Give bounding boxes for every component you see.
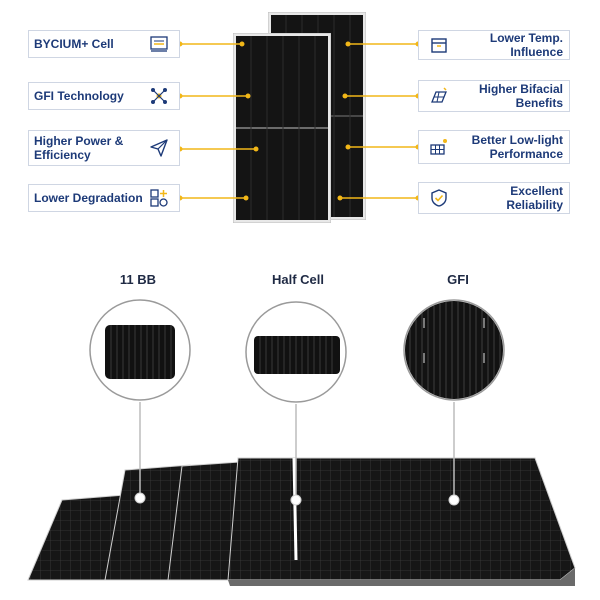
box-icon — [429, 35, 449, 55]
feature-higher-power: Higher Power & Efficiency — [28, 130, 180, 166]
feature-lower-temp: Lower Temp. Influence — [418, 30, 570, 60]
cell-icon — [149, 34, 169, 54]
shield-check-icon — [429, 188, 449, 208]
feature-label: Better Low-light Performance — [471, 133, 563, 161]
blocks-icon — [149, 188, 169, 208]
panel-array — [27, 457, 576, 586]
module-front — [233, 33, 331, 223]
detail-title-half-cell: Half Cell — [271, 272, 324, 287]
bifacial-panel-icon — [429, 86, 449, 106]
feature-low-light: Better Low-light Performance — [418, 130, 570, 164]
send-arrow-icon — [149, 138, 169, 158]
feature-bifacial: Higher Bifacial Benefits — [418, 80, 570, 112]
feature-lower-degradation: Lower Degradation — [28, 184, 180, 212]
detail-title-11bb: 11 BB — [119, 272, 157, 287]
network-icon — [149, 86, 169, 106]
magnifier-half-cell — [245, 301, 347, 403]
feature-label: BYCIUM+ Cell — [34, 37, 114, 51]
feature-label: Excellent Reliability — [506, 184, 563, 212]
feature-label: Lower Degradation — [34, 191, 143, 205]
leader-lines — [134, 402, 460, 506]
sun-panel-icon — [429, 137, 449, 157]
feature-label: Lower Temp. Influence — [489, 31, 563, 59]
magnifier-11bb — [89, 299, 191, 401]
magnifier-gfi — [403, 299, 505, 401]
connectors — [177, 41, 421, 201]
feature-label: Higher Bifacial Benefits — [478, 82, 563, 110]
feature-gfi-technology: GFI Technology — [28, 82, 180, 110]
detail-title-gfi: GFI — [447, 272, 469, 287]
feature-label: Higher Power & Efficiency — [34, 134, 124, 162]
feature-reliability: Excellent Reliability — [418, 182, 570, 214]
feature-label: GFI Technology — [34, 89, 124, 103]
feature-bycium-cell: BYCIUM+ Cell — [28, 30, 180, 58]
